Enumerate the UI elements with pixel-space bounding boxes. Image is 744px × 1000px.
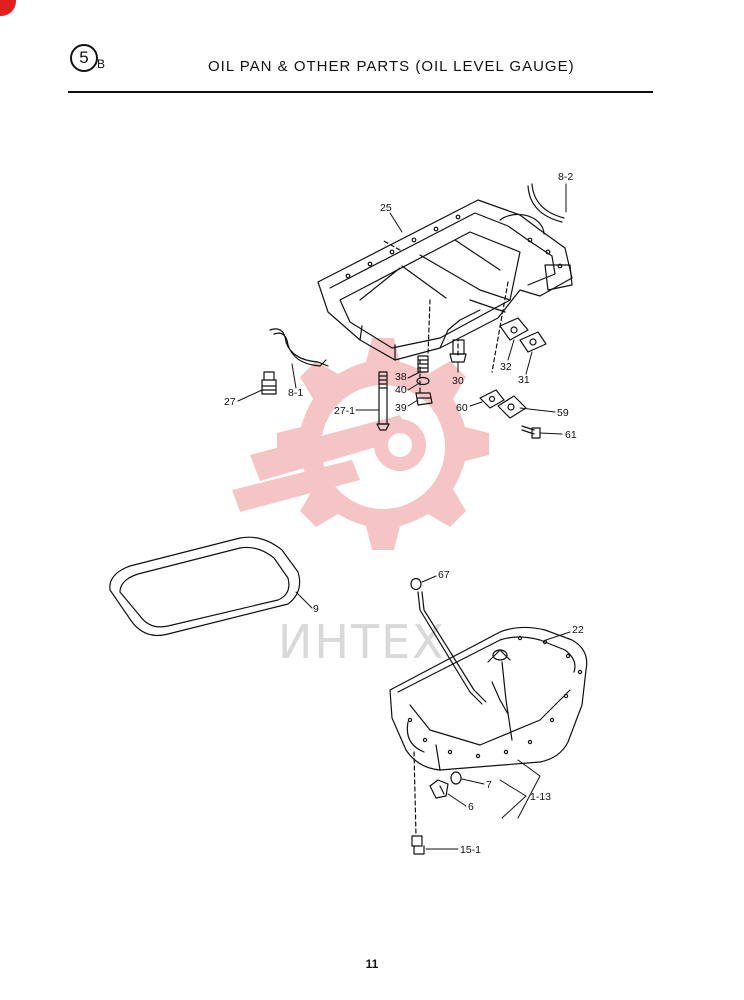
fitting-27 <box>261 371 277 395</box>
callout-39: 39 <box>395 402 407 414</box>
upper-oil-pan <box>317 199 573 361</box>
seal-strip-8-1 <box>269 328 329 367</box>
callout-40: 40 <box>395 384 407 396</box>
callout-60: 60 <box>456 402 468 414</box>
header-rule <box>68 91 653 93</box>
callout-labels: 25 8-2 8-1 27 27-1 38 40 39 30 32 31 60 … <box>224 171 584 856</box>
callout-1-13: 1-13 <box>530 791 551 803</box>
plug-30 <box>449 339 467 363</box>
watermark-text: ИНТЕХ <box>278 615 446 669</box>
long-bolt-27-1 <box>376 371 390 431</box>
callout-31: 31 <box>518 374 530 386</box>
plug-38 <box>417 355 429 373</box>
callout-32: 32 <box>500 361 512 373</box>
callout-61: 61 <box>565 429 577 441</box>
o-ring-67 <box>410 577 422 591</box>
oil-level-gauge <box>417 591 487 705</box>
cover-31 <box>519 331 547 353</box>
drain-gasket-7 <box>450 771 462 785</box>
page-title: OIL PAN & OTHER PARTS (OIL LEVEL GAUGE) <box>208 58 575 75</box>
callout-15-1: 15-1 <box>460 844 481 856</box>
lower-oil-pan <box>389 626 588 771</box>
page-number: 11 <box>365 957 379 971</box>
callout-8-1: 8-1 <box>288 387 303 399</box>
callout-27-1: 27-1 <box>334 405 355 417</box>
drain-plug-6 <box>429 779 449 799</box>
leader-lines <box>237 183 571 850</box>
callout-6: 6 <box>468 801 474 813</box>
washer-40 <box>416 376 430 386</box>
gasket-60 <box>479 389 505 409</box>
gasket-32 <box>499 317 529 341</box>
callout-30: 30 <box>452 375 464 387</box>
arc-seal-8-2 <box>527 183 565 223</box>
bolt-61 <box>521 425 541 439</box>
callout-9: 9 <box>313 603 319 615</box>
bolt-15-1 <box>411 751 425 855</box>
section-suffix: B <box>97 57 106 71</box>
guide-line <box>419 339 459 393</box>
cover-59 <box>497 395 527 419</box>
callout-27: 27 <box>224 396 236 408</box>
callout-7: 7 <box>486 779 492 791</box>
callout-8-2: 8-2 <box>558 171 573 183</box>
callout-59: 59 <box>557 407 569 419</box>
gasket-9 <box>109 536 301 637</box>
section-number: 5 <box>70 44 98 72</box>
nut-39 <box>415 392 433 406</box>
callout-38: 38 <box>395 371 407 383</box>
callout-22: 22 <box>572 624 584 636</box>
callout-67: 67 <box>438 569 450 581</box>
callout-25: 25 <box>380 202 392 214</box>
watermark-wrench <box>250 415 410 481</box>
watermark-logo <box>232 338 489 550</box>
